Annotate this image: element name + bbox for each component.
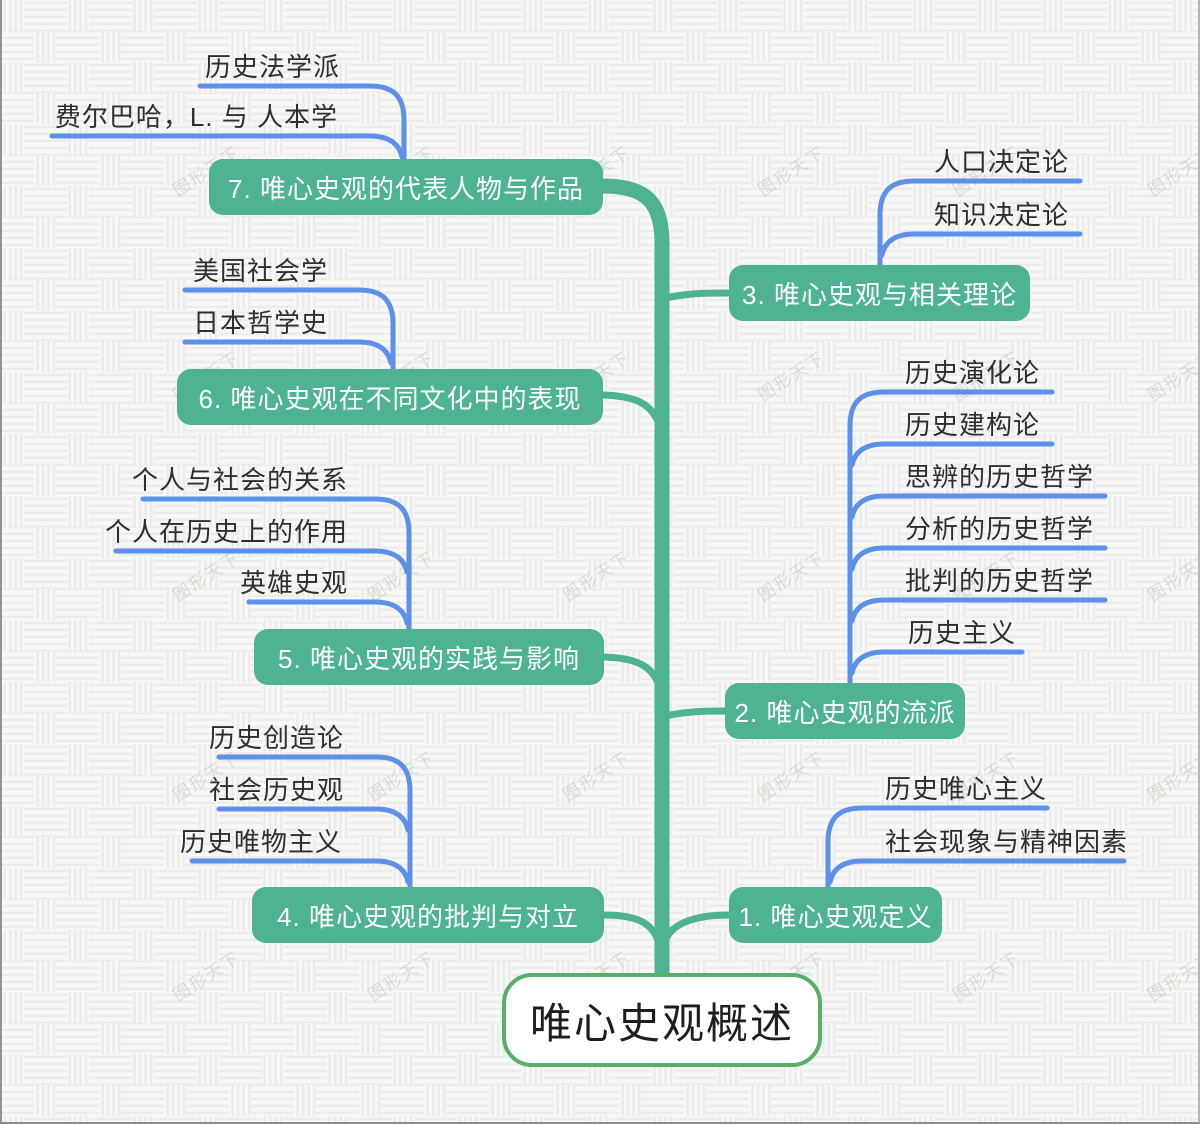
leaf-label[interactable]: 历史创造论 bbox=[208, 723, 344, 753]
leaf-label[interactable]: 知识决定论 bbox=[934, 200, 1070, 230]
leaf-connector bbox=[113, 548, 410, 575]
trunk-and-topic-connectors bbox=[595, 178, 733, 987]
leaf-connector bbox=[189, 858, 411, 885]
leaf-label[interactable]: 英雄史观 bbox=[239, 568, 348, 598]
branch-topic-1 bbox=[661, 911, 733, 945]
leaf-label[interactable]: 历史演化论 bbox=[905, 358, 1041, 388]
leaf-connector bbox=[140, 496, 412, 635]
topic-node-6[interactable]: 6. 唯心史观在不同文化中的表现 bbox=[177, 369, 603, 425]
leaf-label[interactable]: 社会历史观 bbox=[208, 775, 344, 805]
leaf-connector bbox=[849, 649, 1025, 676]
leaf-connector bbox=[849, 493, 1108, 520]
leaf-label[interactable]: 费尔巴哈，L. 与 人本学 bbox=[54, 102, 338, 132]
leaf-connector bbox=[182, 339, 394, 366]
leaf-label[interactable]: 思辨的历史哲学 bbox=[905, 462, 1095, 492]
leaf-connector bbox=[877, 178, 1083, 271]
leaf-connectors bbox=[49, 83, 1127, 893]
leaf-label[interactable]: 分析的历史哲学 bbox=[905, 514, 1095, 544]
topic-node-3[interactable]: 3. 唯心史观与相关理论 bbox=[729, 265, 1030, 321]
leaf-connector bbox=[182, 287, 396, 375]
leaf-connector bbox=[246, 599, 410, 626]
leaf-connector bbox=[49, 133, 405, 160]
topic-node-4[interactable]: 4. 唯心史观的批判与对立 bbox=[252, 887, 604, 943]
leaf-connector bbox=[827, 858, 1127, 885]
branch-topic-2 bbox=[655, 707, 729, 721]
branch-topic-6 bbox=[599, 391, 664, 431]
leaf-label[interactable]: 历史主义 bbox=[908, 618, 1017, 648]
leaf-label[interactable]: 个人在历史上的作用 bbox=[104, 517, 348, 547]
leaf-connector bbox=[825, 805, 1050, 893]
branch-topic-3 bbox=[655, 289, 733, 303]
branch-topic-4 bbox=[600, 911, 662, 945]
leaf-label[interactable]: 美国社会学 bbox=[192, 256, 328, 286]
topic-node-1[interactable]: 1. 唯心史观定义 bbox=[729, 887, 942, 943]
topic-node-7[interactable]: 7. 唯心史观的代表人物与作品 bbox=[209, 159, 603, 215]
leaf-label[interactable]: 日本哲学史 bbox=[192, 308, 328, 338]
leaf-label[interactable]: 历史唯物主义 bbox=[179, 827, 342, 857]
leaf-connector bbox=[879, 231, 1083, 258]
topic-node-5[interactable]: 5. 唯心史观的实践与影响 bbox=[254, 629, 604, 685]
leaf-connector bbox=[849, 441, 1055, 468]
leaf-label[interactable]: 批判的历史哲学 bbox=[905, 566, 1095, 596]
trunk-connector bbox=[595, 178, 670, 987]
leaf-label[interactable]: 个人与社会的关系 bbox=[131, 465, 348, 495]
leaf-connector bbox=[849, 597, 1108, 624]
leaf-label[interactable]: 历史法学派 bbox=[204, 52, 340, 82]
leaf-label[interactable]: 人口决定论 bbox=[934, 147, 1070, 177]
leaf-connector bbox=[197, 83, 407, 165]
leaf-connector bbox=[849, 545, 1108, 572]
root-node[interactable]: 唯心史观概述 bbox=[502, 973, 822, 1067]
leaf-label[interactable]: 历史建构论 bbox=[905, 410, 1041, 440]
topic-node-2[interactable]: 2. 唯心史观的流派 bbox=[725, 683, 965, 739]
leaf-connector bbox=[847, 389, 1055, 689]
leaf-label[interactable]: 历史唯心主义 bbox=[885, 774, 1048, 804]
leaf-connector bbox=[216, 754, 413, 893]
leaf-connector bbox=[216, 806, 411, 833]
branch-topic-5 bbox=[600, 653, 664, 693]
leaf-label[interactable]: 社会现象与精神因素 bbox=[885, 827, 1129, 857]
